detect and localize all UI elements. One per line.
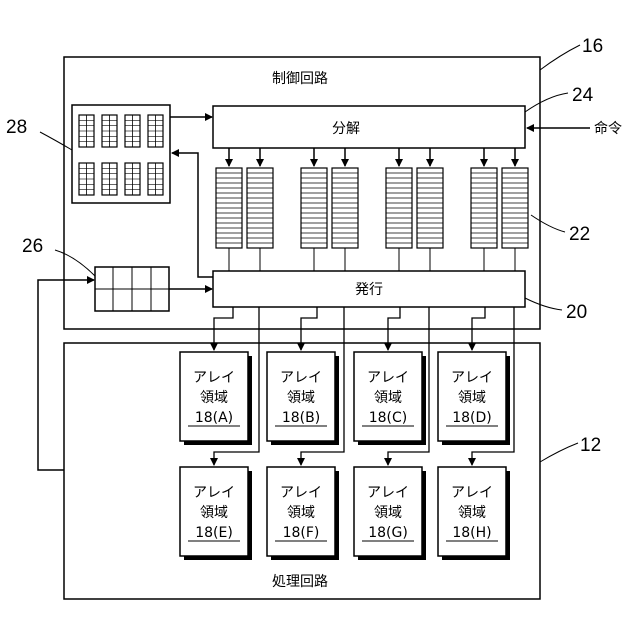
array-region-label: アレイ [367,370,409,386]
instruction-queues [216,168,528,248]
ref-20: 20 [566,302,587,323]
array-region-label: 18(F) [283,525,320,541]
array-region: アレイ領域 18(G) [354,467,426,560]
array-region-label: 領域 [374,504,402,521]
array-region: アレイ領域 18(E) [180,467,252,560]
array-region: アレイ領域 18(D) [438,352,510,445]
array-region-label: 領域 [458,504,486,521]
ref-26: 26 [22,236,43,257]
array-region-label: 領域 [200,389,228,406]
array-region: アレイ領域 18(B) [267,352,339,445]
array-region-label: 領域 [200,504,228,521]
arrow-processing-to-table [38,280,94,470]
array-region: アレイ領域 18(F) [267,467,339,560]
array-region-label: アレイ [193,370,235,386]
array-region-label: アレイ [280,370,322,386]
ref-28: 28 [6,117,27,138]
ref-24: 24 [572,85,594,106]
buffer-cell [79,163,94,195]
buffer-grid [72,105,170,203]
array-region: アレイ領域 18(H) [438,467,510,560]
leader-22 [531,215,565,232]
leader-12 [540,443,578,462]
array-region-label: アレイ [367,485,409,501]
array-region-label: 18(C) [369,410,408,426]
instruction-queue [386,168,412,248]
array-region: アレイ領域 18(C) [354,352,426,445]
array-region: アレイ領域 18(A) [180,352,252,445]
instruction-queue [332,168,358,248]
ref-12: 12 [580,435,601,456]
array-region-label: 領域 [458,389,486,406]
array-region-label: アレイ [280,485,322,501]
leader-24 [525,93,568,112]
array-region-label: 18(D) [452,410,492,426]
array-region-label: アレイ [451,485,493,501]
instruction-queue [216,168,242,248]
array-region-label: アレイ [451,370,493,386]
leader-20 [525,298,562,310]
array-region-label: 領域 [287,389,315,406]
buffer-cell [148,163,163,195]
issue-label: 発行 [355,282,383,298]
leader-28 [40,132,72,150]
control-circuit-title: 制御回路 [272,71,328,87]
command-label: 命令 [594,120,622,137]
leader-26 [55,250,95,276]
buffer-cell [148,115,163,147]
leader-16 [540,45,580,70]
array-regions: アレイ領域18(A)アレイ領域18(B)アレイ領域18(C)アレイ領域18(D)… [180,352,510,560]
buffer-cell [125,115,140,147]
instruction-queue [301,168,327,248]
ref-16: 16 [582,36,603,57]
instruction-queue [247,168,273,248]
instruction-queue [471,168,497,248]
decompose-box [213,106,525,148]
arrow-issue-to-grid [172,153,213,277]
array-region-label: アレイ [193,485,235,501]
array-region-label: 領域 [287,504,315,521]
ref-22: 22 [569,224,590,245]
decompose-label: 分解 [332,121,360,137]
buffer-cell [125,163,140,195]
buffer-cell [102,115,117,147]
array-region-label: 18(G) [368,525,408,541]
array-region-label: 18(A) [195,410,233,426]
instruction-queue [417,168,443,248]
buffer-cell [79,115,94,147]
array-region-label: 18(E) [195,525,233,541]
array-region-label: 18(B) [282,410,320,426]
processing-circuit-title: 処理回路 [272,574,328,590]
array-region-label: 領域 [374,389,402,406]
array-region-label: 18(H) [452,525,491,541]
instruction-queue [502,168,528,248]
buffer-cell [102,163,117,195]
register-table [95,267,169,311]
